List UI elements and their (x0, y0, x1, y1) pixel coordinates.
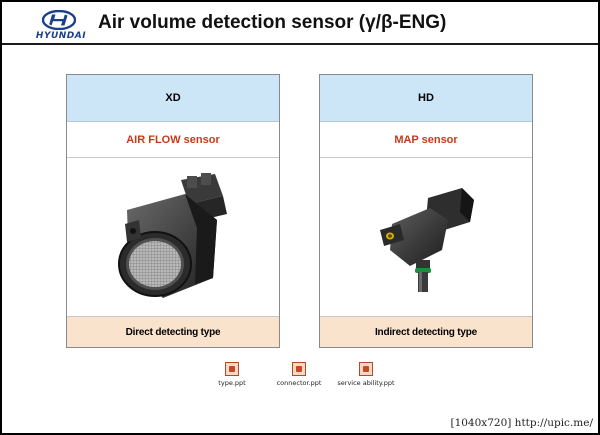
hyundai-logo: HYUNDAI (26, 10, 96, 42)
sensor-name: AIR FLOW sensor (67, 122, 279, 158)
detection-type: Direct detecting type (67, 317, 279, 347)
ppt-file-icon[interactable] (359, 362, 373, 376)
sensor-name: MAP sensor (320, 122, 532, 158)
brand-name: HYUNDAI (35, 31, 87, 41)
ppt-file-icon[interactable] (292, 362, 306, 376)
card-heading: XD (67, 75, 279, 122)
air-flow-sensor-icon (118, 173, 227, 298)
attachment-connector[interactable]: connector.ppt (259, 362, 339, 387)
attachment-serviceability[interactable]: service ability.ppt (326, 362, 406, 387)
attachment-label: type.ppt (218, 379, 246, 387)
page-title: Air volume detection sensor (γ/β-ENG) (98, 12, 447, 33)
card-xd: XD AIR FLOW sensor (66, 74, 280, 348)
watermark-text: [1040x720] http://upic.me/ (449, 417, 594, 429)
ppt-file-icon[interactable] (225, 362, 239, 376)
air-flow-sensor-image (67, 158, 279, 317)
detection-type: Indirect detecting type (320, 317, 532, 347)
map-sensor-image (320, 158, 532, 317)
map-sensor-icon (380, 188, 474, 292)
card-hd: HD MAP sensor (319, 74, 533, 348)
card-heading: HD (320, 75, 532, 122)
title-divider (2, 43, 598, 45)
attachment-type[interactable]: type.ppt (192, 362, 272, 387)
attachment-label: connector.ppt (276, 379, 322, 387)
attachment-label: service ability.ppt (337, 379, 395, 387)
hyundai-emblem-icon (42, 10, 76, 30)
